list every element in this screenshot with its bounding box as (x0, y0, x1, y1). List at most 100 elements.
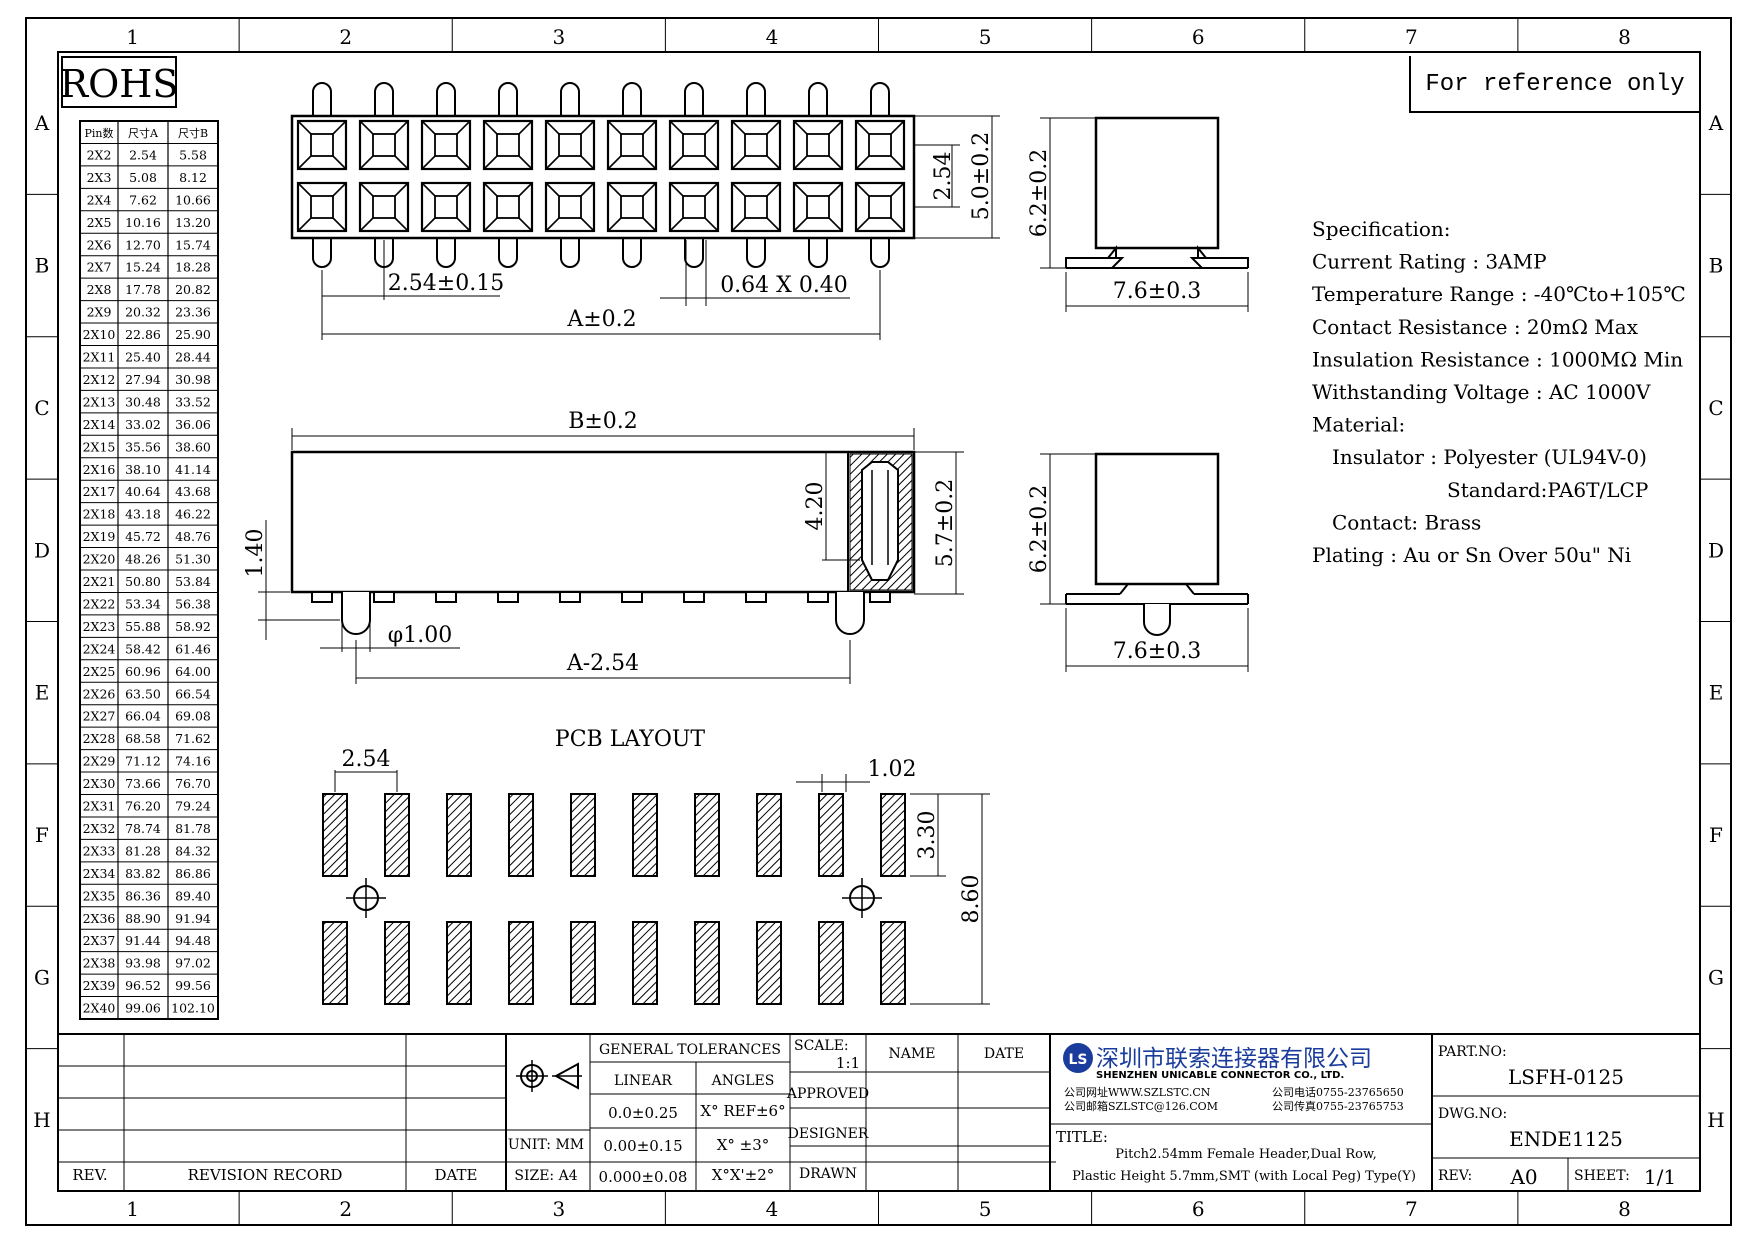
contact-opening (682, 195, 706, 219)
pin-table-cell: 91.94 (175, 911, 211, 926)
pcb-layout-title: PCB LAYOUT (555, 727, 706, 752)
contact-cavity (296, 181, 348, 233)
pin-table-cell: 94.48 (175, 933, 211, 948)
smt-lead (621, 591, 643, 603)
front-view-body (290, 450, 916, 594)
contact-cavity (358, 181, 410, 233)
inner-frame (57, 51, 1701, 1192)
pin-table-cell: 2X19 (83, 529, 116, 544)
name-column-label: NAME (889, 1046, 936, 1062)
top-pin-lead (436, 82, 456, 116)
bottom-pin-lead (498, 238, 518, 268)
pcb-pad (818, 921, 844, 1005)
pin-table-cell: 97.02 (175, 956, 211, 971)
specification-line: Insulation Resistance : 1000MΩ Min (1312, 347, 1683, 371)
pin-table-cell: 43.68 (175, 484, 211, 499)
pin-table-cell: 27.94 (125, 372, 161, 387)
pcb-pad (446, 921, 472, 1005)
pin-table-cell: 28.44 (175, 350, 211, 365)
width-dim: 5.0±0.2 (969, 132, 994, 220)
pin-table-cell: 5.58 (179, 147, 207, 162)
pin-table-cell: 60.96 (125, 664, 161, 679)
top-pin-lead (622, 82, 642, 116)
sheet-value: 1/1 (1644, 1165, 1676, 1189)
contact-opening (682, 133, 706, 157)
pin-table-cell: 2X22 (83, 596, 116, 611)
pin-table-cell: 2X3 (87, 170, 112, 185)
pin-table-cell: 2X33 (83, 843, 116, 858)
pin-table-cell: 2X10 (83, 327, 116, 342)
top-pin-lead (560, 82, 580, 116)
part-no-label: PART.NO: (1438, 1044, 1507, 1060)
pin-table-cell: 53.84 (175, 574, 211, 589)
row-marker-right-A: A (1708, 111, 1724, 135)
row-marker-left-E: E (35, 681, 50, 705)
pin-table-cell: 91.44 (125, 933, 161, 948)
row-pitch-dim: 2.54 (931, 152, 956, 201)
contact-cavity (792, 119, 844, 171)
pin-table-cell: 2X37 (83, 933, 116, 948)
rev-value: A0 (1509, 1165, 1537, 1189)
contact-cavity (544, 181, 596, 233)
column-marker-bottom-6: 6 (1192, 1197, 1205, 1221)
pin-table-cell: 63.50 (125, 686, 161, 701)
specification-heading: Specification: (1312, 217, 1451, 241)
drawn-label: DRAWN (799, 1166, 857, 1182)
rev-column-label: REV. (72, 1166, 107, 1184)
contact-cavity (854, 119, 906, 171)
pin-table-cell: 2X26 (83, 686, 116, 701)
specification-line: Contact Resistance : 20mΩ Max (1312, 315, 1639, 339)
pin-table-cell: 33.02 (125, 417, 161, 432)
specification-line: Current Rating : 3AMP (1312, 250, 1547, 274)
bottom-pin-lead (684, 238, 704, 268)
column-marker-top-2: 2 (339, 25, 352, 49)
pcb-pad (384, 793, 410, 877)
top-pin-lead (312, 82, 332, 116)
general-tolerances-label: GENERAL TOLERANCES (599, 1042, 781, 1058)
row-marker-left-G: G (34, 965, 50, 989)
company-email: 公司邮箱SZLSTC@126.COM (1064, 1099, 1218, 1113)
revision-date-label: DATE (435, 1166, 478, 1184)
pcb-peg-hole-left (346, 878, 386, 918)
side-width-dim: 7.6±0.3 (1113, 279, 1201, 304)
rohs-box (61, 56, 177, 108)
contact-opening (868, 133, 892, 157)
side-height-dim: 6.2±0.2 (1027, 149, 1052, 237)
pin-table-cell: 2X27 (83, 709, 116, 724)
contact-opening (496, 133, 520, 157)
specification-line: Standard:PA6T/LCP (1447, 478, 1648, 502)
sheet-label: SHEET: (1574, 1168, 1630, 1184)
pin-table-cell: 13.20 (175, 215, 211, 230)
pin-table-cell: 25.40 (125, 350, 161, 365)
pin-table-header: 尺寸B (178, 126, 208, 140)
bottom-pin-lead (622, 238, 642, 268)
pin-table-cell: 2X4 (87, 192, 112, 207)
pin-table-cell: 2X23 (83, 619, 116, 634)
pcb-pad (384, 921, 410, 1005)
contact-cavity (482, 181, 534, 233)
angles-label: ANGLES (711, 1073, 775, 1089)
contact-opening (620, 133, 644, 157)
linear-tolerance-2: 0.00±0.15 (603, 1137, 682, 1155)
column-marker-top-1: 1 (126, 25, 139, 49)
pin-table-cell: 86.86 (175, 866, 211, 881)
pcb-total-dim: 8.60 (959, 875, 984, 924)
pin-table-cell: 2.54 (129, 147, 157, 162)
pcb-pad-width-dim: 1.02 (868, 757, 917, 782)
pin-table-cell: 2X21 (83, 574, 116, 589)
standoff-dim: 1.40 (243, 529, 268, 578)
pin-table-cell: 2X15 (83, 439, 116, 454)
front-view: B±0.2 4.20 5.7±0.2 1.40 φ1.00 A-2.54 (243, 409, 964, 684)
pin-table-cell: 2X13 (83, 394, 116, 409)
peg-diameter-dim: φ1.00 (388, 623, 452, 648)
bottom-pin-lead (746, 238, 766, 268)
pin-table-cell: 35.56 (125, 439, 161, 454)
pin-table-cell: 18.28 (175, 260, 211, 275)
pin-table-cell: 2X11 (83, 350, 116, 365)
pin-table-cell: 76.20 (125, 799, 161, 814)
logo-letters: LS (1068, 1052, 1087, 1068)
pin-table-cell: 15.74 (175, 237, 211, 252)
company-name-en: SHENZHEN UNICABLE CONNECTOR CO., LTD. (1096, 1070, 1344, 1081)
